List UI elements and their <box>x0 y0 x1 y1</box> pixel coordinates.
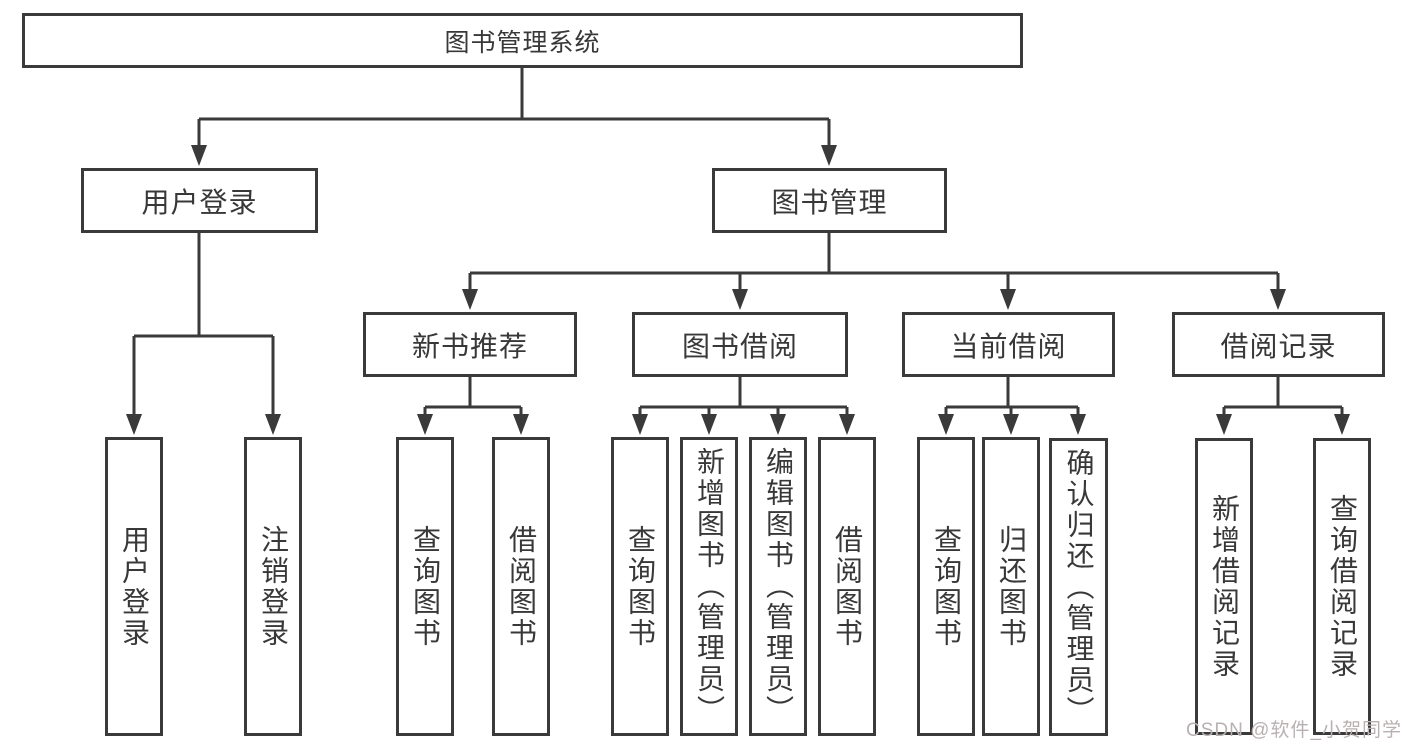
leaf-query-borrow-record-label: 查询借阅记录 <box>1327 493 1358 680</box>
leaf-add-books-admin: 新增图书（管理员） <box>680 437 738 736</box>
csdn-watermark: CSDN @软件_小贺同学 <box>1186 720 1402 741</box>
leaf-query-books-current: 查询图书 <box>917 437 975 736</box>
leaf-query-books-newbook-label: 查询图书 <box>410 524 441 649</box>
node-book-management-label: 图书管理 <box>771 186 888 218</box>
leaf-logout-label: 注销登录 <box>258 524 289 649</box>
leaf-borrow-books-newbook-label: 借阅图书 <box>506 524 537 649</box>
node-root: 图书管理系统 <box>22 13 1023 68</box>
leaf-borrow-books-borrow: 借阅图书 <box>818 437 876 736</box>
node-user-login: 用户登录 <box>81 168 318 233</box>
node-current-borrow: 当前借阅 <box>902 312 1115 377</box>
leaf-query-books-current-label: 查询图书 <box>931 524 962 649</box>
leaf-borrow-books-borrow-label: 借阅图书 <box>832 524 863 649</box>
leaf-edit-books-admin: 编辑图书（管理员） <box>749 437 807 736</box>
node-new-book-recommend: 新书推荐 <box>363 312 577 377</box>
leaf-return-books-label: 归还图书 <box>996 524 1027 649</box>
node-book-borrow-label: 图书借阅 <box>681 330 798 362</box>
node-borrow-records-label: 借阅记录 <box>1220 330 1337 362</box>
leaf-add-borrow-record-label: 新增借阅记录 <box>1209 493 1240 680</box>
leaf-query-books-newbook: 查询图书 <box>396 437 454 736</box>
node-user-login-label: 用户登录 <box>141 186 258 218</box>
leaf-logout: 注销登录 <box>244 437 302 736</box>
leaf-add-borrow-record: 新增借阅记录 <box>1195 438 1253 735</box>
node-root-label: 图书管理系统 <box>444 28 601 57</box>
connector-path <box>132 68 1344 416</box>
node-current-borrow-label: 当前借阅 <box>950 330 1067 362</box>
leaf-borrow-books-newbook: 借阅图书 <box>492 437 550 736</box>
leaf-user-login-label: 用户登录 <box>119 524 150 649</box>
leaf-query-borrow-record: 查询借阅记录 <box>1313 438 1371 735</box>
leaf-edit-books-admin-label: 编辑图书（管理员） <box>763 447 794 726</box>
leaf-user-login: 用户登录 <box>105 437 163 736</box>
leaf-query-books-borrow-label: 查询图书 <box>625 524 656 649</box>
leaf-return-books: 归还图书 <box>982 437 1040 736</box>
leaf-confirm-return-admin-label: 确认归还（管理员） <box>1063 447 1095 727</box>
node-new-book-recommend-label: 新书推荐 <box>411 330 528 362</box>
leaf-confirm-return-admin: 确认归还（管理员） <box>1049 438 1108 736</box>
node-book-management: 图书管理 <box>712 168 947 233</box>
leaf-add-books-admin-label: 新增图书（管理员） <box>694 447 725 726</box>
leaf-query-books-borrow: 查询图书 <box>611 437 669 736</box>
arrowheads <box>126 145 1350 435</box>
node-book-borrow: 图书借阅 <box>632 312 848 377</box>
node-borrow-records: 借阅记录 <box>1172 312 1385 377</box>
